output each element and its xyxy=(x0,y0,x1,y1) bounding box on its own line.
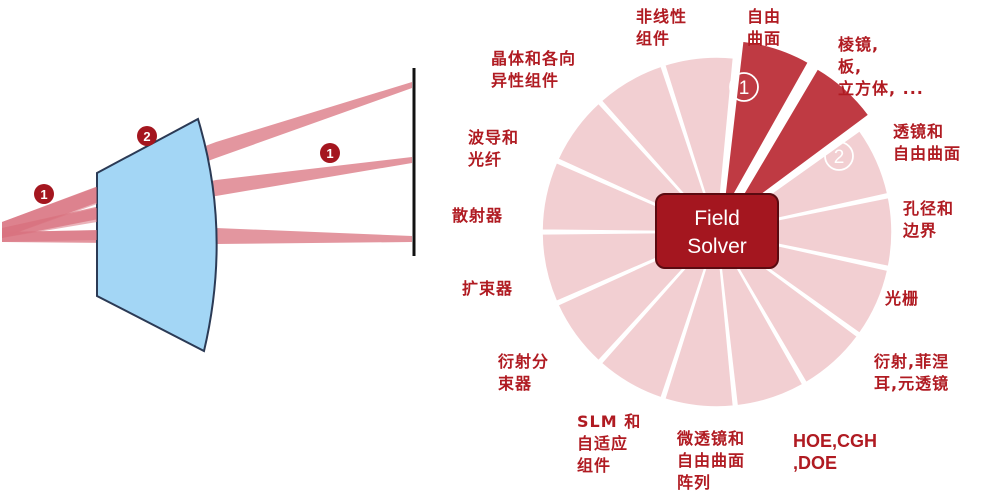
label-crystal: 晶体和各向 异性组件 xyxy=(491,49,577,90)
label-beam-expander: 扩束器 xyxy=(462,279,514,298)
wheel-sector xyxy=(716,196,893,268)
wheel-sector xyxy=(716,231,859,384)
wheel-sector-highlighted xyxy=(721,40,810,216)
label-lens-freeform: 透镜和 自由曲面 xyxy=(893,122,962,163)
label-aperture: 孔径和 边界 xyxy=(903,199,955,240)
label-grating: 光栅 xyxy=(885,289,920,308)
label-microlens: 微透镜和 自由曲面 阵列 xyxy=(677,429,746,492)
wheel-sector xyxy=(663,231,735,408)
badge-1-left-text: 1 xyxy=(40,187,47,202)
badge-1-left: 1 xyxy=(34,184,54,204)
sector-badge-2: 2 xyxy=(824,141,854,171)
label-scatterer: 散射器 xyxy=(452,206,504,225)
label-diffractive-beamsplitter: 衍射分 束器 xyxy=(498,352,550,393)
label-freeform: 自由 曲面 xyxy=(747,7,782,48)
field-solver-line1: Field xyxy=(694,207,740,230)
label-prism: 棱镜, 板, 立方体, ... xyxy=(838,35,924,98)
label-nonlinear: 非线性 组件 xyxy=(636,7,688,48)
wheel-sector xyxy=(716,231,804,407)
badge-1-right-text: 1 xyxy=(326,146,333,161)
sector-badge-2-text: 2 xyxy=(834,147,845,168)
label-hoe: HOE,CGH ,DOE xyxy=(793,431,878,473)
wheel-sector xyxy=(600,231,718,399)
wheel-sector xyxy=(600,65,718,233)
badge-2-left-text: 2 xyxy=(143,129,150,144)
ray-beams-front xyxy=(2,187,97,242)
wheel-sector-highlighted xyxy=(727,67,870,221)
sector-badge-1: 1 xyxy=(729,72,759,102)
field-solver-box: Field Solver xyxy=(655,193,779,269)
label-waveguide: 波导和 光纤 xyxy=(468,128,520,169)
label-diffraction-fresnel: 衍射,菲涅 耳,元透镜 xyxy=(874,352,950,393)
field-solver-line2: Solver xyxy=(687,235,747,258)
wheel-sector xyxy=(663,56,735,233)
badge-2-left: 2 xyxy=(137,126,157,146)
sector-badge-1-text: 1 xyxy=(739,78,750,99)
badge-1-right: 1 xyxy=(320,143,340,163)
label-slm: SLM 和 自适应 组件 xyxy=(577,412,642,475)
lens xyxy=(96,117,218,353)
